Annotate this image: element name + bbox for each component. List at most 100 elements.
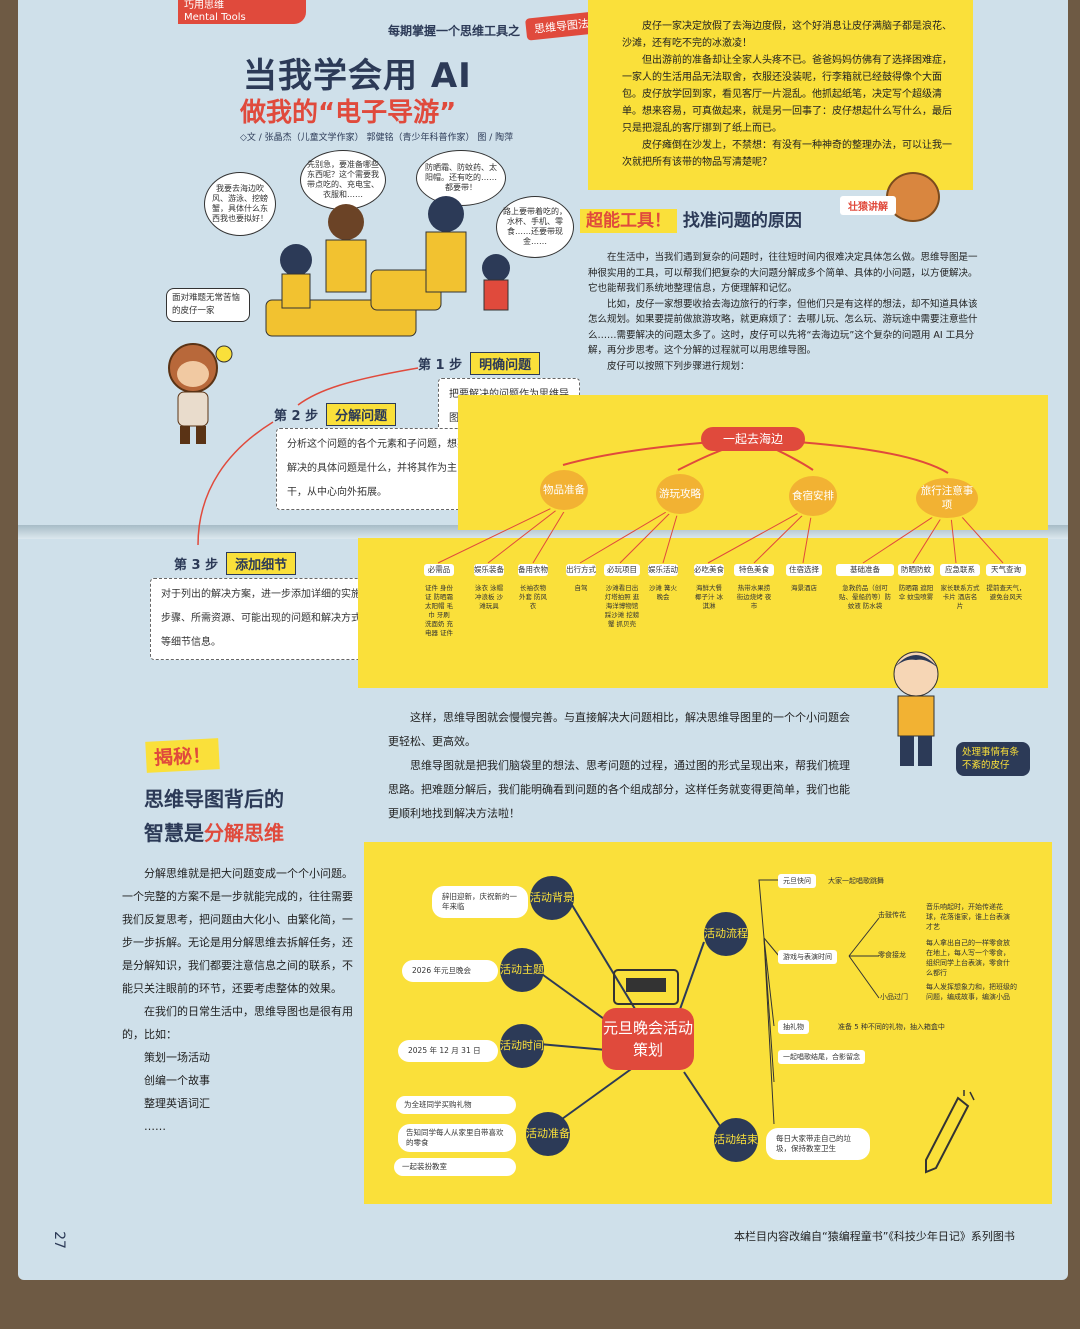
step-arrows — [197, 367, 419, 546]
page-number: 27 — [50, 1231, 67, 1249]
step1-label: 第 1 步 — [418, 358, 463, 373]
leaf-title: 应急联系 — [940, 564, 980, 576]
boy-illustration — [893, 651, 939, 766]
step1-tag: 明确问题 — [470, 352, 541, 375]
mindmap-center: 一起去海边 — [701, 427, 805, 451]
guide-label: 壮猿讲解 — [840, 196, 896, 215]
flow-subitem: 小品过门 — [880, 993, 908, 1001]
footer-credit: 本栏目内容改编自“猿编程童书”《科技少年日记》系列图书 — [734, 1230, 1015, 1243]
section1-paragraph: 比如，皮仔一家想要收拾去海边旅行的行李，但他们只是有这样的想法，却不知道具体该怎… — [588, 298, 978, 357]
section2-body: 这样，思维导图就会慢慢完善。与直接解决大问题相比，解决思维导图里的一个个小问题会… — [388, 706, 858, 826]
leaf-node: 基础准备急救药品（创可贴、晕船药等）防蚊液 防水袋 — [836, 564, 894, 611]
leaf-node: 娱乐活动沙滩 篝火晚会 — [648, 564, 678, 602]
flow-detail: 大家一起唱歌跳舞 — [828, 877, 884, 885]
family-illustration: 我要去海边吹风、游泳、挖螃蟹，具体什么东西我也要拟好！ 先别急，要准备哪些东西呢… — [196, 150, 591, 340]
reveal-heading: 思维导图背后的 智慧是分解思维 — [144, 782, 284, 850]
leaf-detail: 沙滩看日出 灯塔拍照 逛海洋博物馆 踩沙滩 挖螃蟹 抓贝壳 — [604, 584, 640, 628]
flow-item: 元旦快问 — [778, 874, 816, 888]
leaf-node: 天气查询提前查天气，避免台风天 — [986, 564, 1026, 602]
family-drawing — [265, 196, 510, 337]
step3-box: 对于列出的解决方案，进一步添加详细的实施步骤、所需资源、可能出现的问题和解决方式… — [150, 578, 378, 660]
leaf-title: 必玩项目 — [604, 564, 640, 576]
leaf-node: 必玩项目沙滩看日出 灯塔拍照 逛海洋博物馆 踩沙滩 挖螃蟹 抓贝壳 — [604, 564, 640, 629]
intro-paragraph: 皮仔瘫倒在沙发上，不禁想：有没有一种神奇的整理办法，可以让我一次就把所有该带的物… — [622, 140, 952, 168]
node-prep: 活动准备 — [526, 1112, 570, 1156]
reveal-heading-line2a: 智慧是 — [144, 821, 204, 845]
step2-label: 第 2 步 — [274, 409, 319, 424]
leaf-detail: 热带水果捞 街边烧烤 夜市 — [736, 584, 772, 610]
step3-label: 第 3 步 — [174, 558, 219, 573]
branch-sightseeing: 游玩攻略 — [656, 474, 704, 514]
node-background: 活动背景 — [530, 876, 574, 920]
leaf-detail: 泳衣 泳帽 冲浪板 沙滩玩具 — [474, 584, 504, 610]
step2: 第 2 步分解问题 — [274, 403, 397, 426]
leaf-node: 必吃美食海鲜大餐 椰子汁 冰淇淋 — [694, 564, 724, 611]
speech-bubble: 先别急，要准备哪些东西呢？这个需要我带点吃的、充电宝、衣服和…… — [300, 150, 386, 210]
intro-paragraph: 但出游前的准备却让全家人头疼不已。爸爸妈妈仿佛有了选择困难症，一家人的生活用品无… — [622, 55, 952, 134]
article-title-line1: 当我学会用 AI — [243, 56, 472, 96]
leaf-detail: 防晒霜 遮阳伞 蚊虫喷雾 — [898, 584, 934, 601]
intro-paragraph: 皮仔一家决定放假了去海边度假，这个好消息让皮仔满脑子都是浪花、沙滩，还有吃不完的… — [622, 21, 952, 49]
step2-tag: 分解问题 — [326, 403, 397, 426]
section2-paragraph: 这样，思维导图就会慢慢完善。与直接解决大问题相比，解决思维导图里的一个个小问题会… — [388, 711, 850, 748]
step3-tag: 添加细节 — [226, 552, 297, 575]
leaf-detail: 提前查天气，避免台风天 — [986, 584, 1026, 601]
leaf-detail: 长袖衣物 外套 防风衣 — [518, 584, 548, 610]
section1-tag: 超能工具！ — [580, 209, 677, 233]
prep-item: 为全班同学买购礼物 — [396, 1096, 516, 1114]
intro-story-box: 皮仔一家决定放假了去海边度假，这个好消息让皮仔满脑子都是浪花、沙滩，还有吃不完的… — [588, 0, 973, 190]
leaf-title: 必需品 — [424, 564, 454, 576]
flow-subitem: 击鼓传花 — [878, 911, 906, 919]
leaf-node: 特色美食热带水果捞 街边烧烤 夜市 — [734, 564, 774, 611]
section1-paragraph: 在生活中，当我们遇到复杂的问题时，往往短时间内很难决定具体怎么做。思维导图是一种… — [588, 252, 978, 294]
party-center: 元旦晚会活动策划 — [602, 1008, 694, 1070]
leaf-title: 出行方式 — [566, 564, 596, 576]
leaf-title: 防晒防蚊 — [898, 564, 934, 576]
leaf-node: 娱乐装备泳衣 泳帽 冲浪板 沙滩玩具 — [474, 564, 504, 611]
reveal-body: 分解思维就是把大问题变成一个个小问题。一个完整的方案不是一步就能完成的，往往需要… — [122, 862, 358, 1138]
leaf-node: 备用衣物长袖衣物 外套 防风衣 — [518, 564, 548, 611]
section1-title: 找准问题的原因 — [682, 211, 802, 231]
series-subtitle: 每期掌握一个思维工具之 — [388, 24, 521, 38]
background-detail: 辞旧迎新，庆祝新的一年来临 — [432, 886, 528, 918]
leaf-title: 娱乐装备 — [474, 564, 504, 576]
time-detail: 2025 年 12 月 31 日 — [398, 1040, 498, 1062]
leaf-title: 必吃美食 — [694, 564, 724, 576]
column-tag: 巧用思维 Mental Tools — [178, 0, 306, 24]
end-detail: 每日大家带走自己的垃圾，保持教室卫生 — [766, 1128, 870, 1160]
section2-paragraph: 思维导图就是把我们脑袋里的想法、思考问题的过程，通过图的形式呈现出来，帮我们梳理… — [388, 759, 850, 820]
leaf-detail: 海景酒店 — [791, 584, 817, 592]
pencil-icon — [925, 1090, 975, 1174]
example-item: 整理英语词汇 — [144, 1097, 210, 1110]
example-item: 策划一场活动 — [144, 1051, 210, 1064]
article-authors: ◇文 / 张晶杰（儿童文学作家） 郭健铭（青少年科普作家） 图 / 陶萍 — [240, 133, 514, 143]
theme-detail: 2026 年元旦晚会 — [402, 960, 498, 982]
boy-caption: 处理事情有条不紊的皮仔 — [956, 742, 1030, 776]
leaf-node: 必需品证件 身份证 防晒霜 太阳帽 毛巾 牙刷 洗面奶 充电器 证件 — [424, 564, 454, 638]
reveal-tag: 揭秘！ — [145, 738, 220, 773]
node-flow: 活动流程 — [704, 912, 748, 956]
node-time: 活动时间 — [500, 1024, 544, 1068]
flow-item: 游戏与表演时间 — [778, 950, 837, 964]
branch-food-lodging: 食宿安排 — [789, 476, 837, 516]
branch-precautions: 旅行注意事项 — [916, 478, 978, 518]
monkey-mascot — [168, 343, 233, 444]
step1: 第 1 步明确问题 — [418, 352, 541, 375]
leaf-detail: 急救药品（创可贴、晕船药等）防蚊液 防水袋 — [839, 584, 891, 610]
speech-bubble: 我要去海边吹风、游泳、挖螃蟹，具体什么东西我也要拟好！ — [204, 172, 276, 236]
step3: 第 3 步添加细节 — [174, 552, 297, 575]
leaf-title: 基础准备 — [836, 564, 894, 576]
flow-subitem: 零食接龙 — [878, 951, 906, 959]
flow-item: 一起唱歌结尾，合影留念 — [778, 1050, 865, 1064]
family-caption: 面对难题无常苦恼的皮仔一家 — [166, 288, 250, 322]
leaf-title: 备用衣物 — [518, 564, 548, 576]
leaf-detail: 自驾 — [574, 584, 588, 592]
prep-item: 一起装扮教室 — [394, 1158, 516, 1176]
mindmap-trip-lines — [437, 438, 1004, 564]
example-item: 创编一个故事 — [144, 1074, 210, 1087]
flow-detail: 准备 5 种不同的礼物，抽入箱盒中 — [838, 1023, 945, 1031]
leaf-node: 防晒防蚊防晒霜 遮阳伞 蚊虫喷雾 — [898, 564, 934, 602]
article-title-line2: 做我的“电子导游” — [240, 98, 457, 128]
leaf-title: 天气查询 — [986, 564, 1026, 576]
section1-heading: 超能工具！ 找准问题的原因 — [580, 206, 802, 233]
